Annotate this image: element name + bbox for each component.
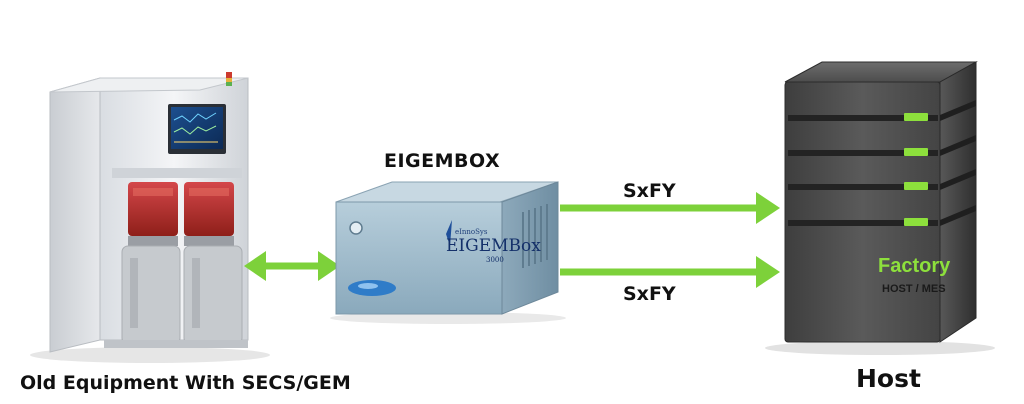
device-brand-large: EIGEMBox <box>446 236 541 256</box>
connection-label-top: SxFY <box>623 180 676 202</box>
equipment-caption: Old Equipment With SECS/GEM <box>20 372 351 394</box>
eigembox-device: eInnoSys EIGEMBox 3000 <box>330 181 566 324</box>
brand-swoosh-icon <box>446 220 452 246</box>
server-label-secondary: HOST / MES <box>882 283 946 295</box>
server-label-primary: Factory <box>878 255 951 277</box>
host-server: Factory HOST / MES <box>765 61 995 355</box>
arrow-bottom <box>560 256 780 288</box>
equipment-illustration <box>30 72 270 363</box>
device-title: EIGEMBOX <box>384 150 501 172</box>
status-led-icon <box>904 113 928 121</box>
status-led-icon <box>904 148 928 156</box>
equipment-monitor-icon <box>168 104 226 154</box>
signal-light-icon <box>226 72 232 78</box>
status-led-icon <box>904 218 928 226</box>
device-brand-small: eInnoSys <box>455 228 488 236</box>
host-caption: Host <box>856 364 921 393</box>
server-bay-1 <box>788 100 976 121</box>
load-port-left-icon <box>121 182 181 345</box>
server-bay-2 <box>788 135 976 156</box>
status-led-icon <box>904 182 928 190</box>
device-model: 3000 <box>486 256 504 264</box>
server-bay-3 <box>788 169 976 190</box>
connection-label-bottom: SxFY <box>623 283 676 305</box>
server-bay-4 <box>788 205 976 226</box>
bidirectional-arrow <box>244 251 340 281</box>
load-port-right-icon <box>183 182 243 345</box>
power-button-icon <box>349 221 363 235</box>
arrow-top <box>560 192 780 224</box>
